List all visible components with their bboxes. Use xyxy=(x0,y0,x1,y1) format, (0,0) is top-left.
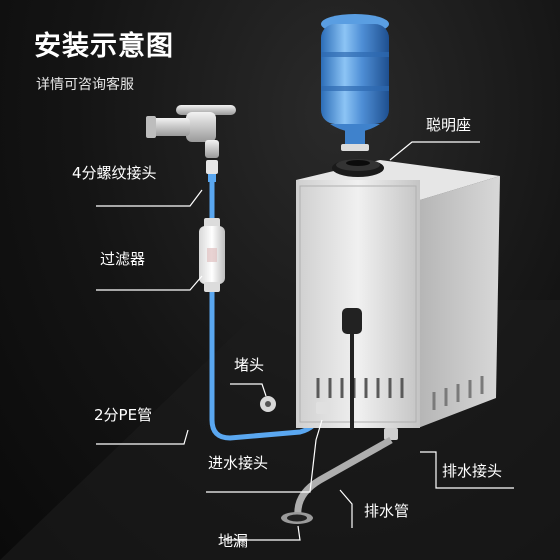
label-smart-seat: 聪明座 xyxy=(426,116,472,134)
label-connector-4: 4分螺纹接头 xyxy=(72,164,157,182)
label-inlet: 进水接头 xyxy=(208,454,269,472)
connector-icon xyxy=(206,160,218,182)
drain-pipe xyxy=(294,436,393,517)
floor-drain-icon xyxy=(281,512,313,524)
plug-stopper-icon xyxy=(260,396,276,412)
filter-icon xyxy=(199,218,225,292)
label-plug: 堵头 xyxy=(234,356,265,374)
power-plug-icon xyxy=(342,308,362,430)
water-bottle-icon xyxy=(321,14,389,151)
page-title: 安装示意图 xyxy=(34,31,174,62)
faucet-icon xyxy=(146,105,236,158)
page-subtitle: 详情可咨询客服 xyxy=(36,77,134,93)
label-floor-drain: 地漏 xyxy=(218,532,249,550)
smart-seat-icon xyxy=(332,159,384,177)
inlet-connector-icon xyxy=(316,402,330,414)
label-pe-pipe: 2分PE管 xyxy=(94,406,153,424)
outlet-connector-icon xyxy=(384,428,398,440)
leader-lines xyxy=(96,141,514,541)
label-outlet: 排水接头 xyxy=(442,462,503,480)
label-filter: 过滤器 xyxy=(100,250,146,268)
label-drain-pipe: 排水管 xyxy=(364,502,410,520)
